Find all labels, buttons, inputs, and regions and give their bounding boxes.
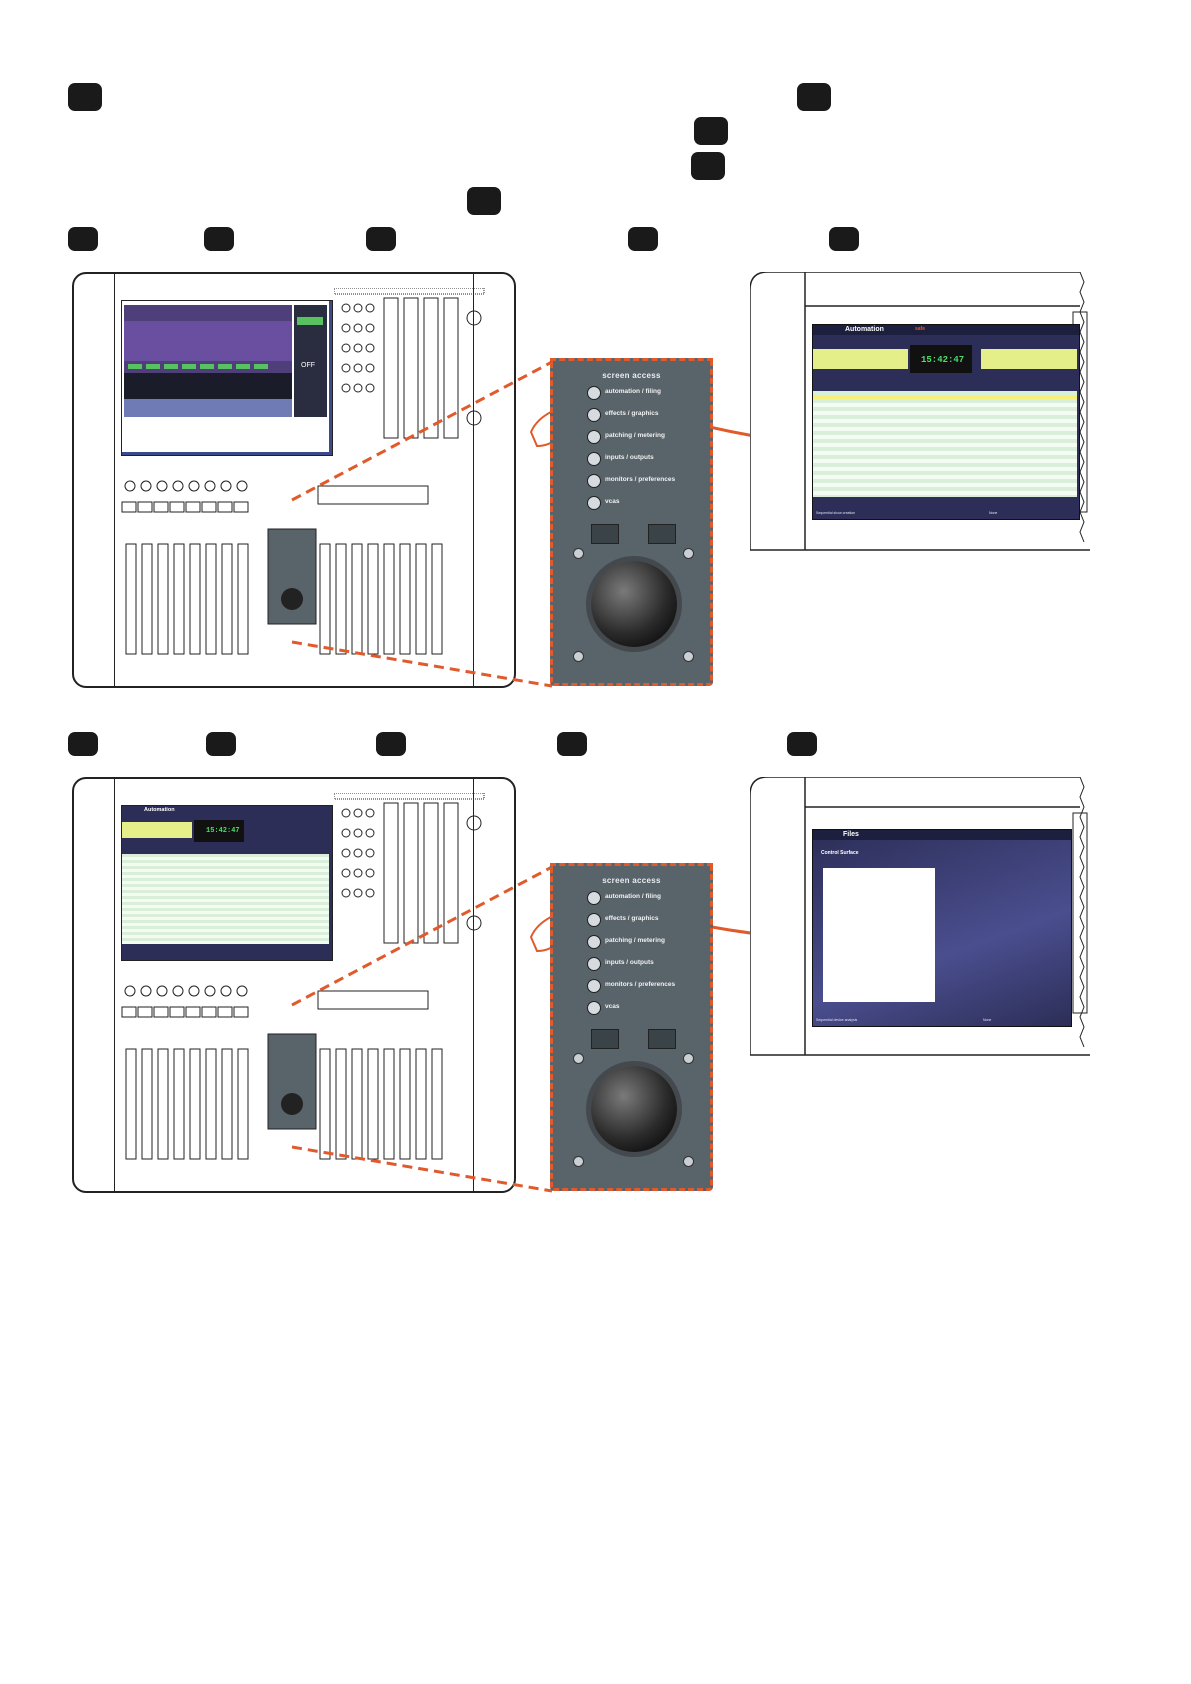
console-automation-title: Automation — [144, 807, 175, 813]
step-badge — [829, 227, 859, 251]
step-badge — [467, 187, 501, 215]
console-screen: OFF — [121, 300, 333, 456]
automation-status-right: None — [989, 511, 998, 515]
safe-status: safe — [915, 326, 926, 332]
console-edge — [114, 779, 115, 1191]
patching-metering-button[interactable] — [587, 430, 601, 444]
effects-graphics-label: effects / graphics — [605, 410, 659, 417]
fader-bank — [121, 480, 443, 655]
screw-icon — [573, 1053, 584, 1064]
vcas-button[interactable] — [587, 496, 601, 510]
screw-icon — [683, 651, 694, 662]
effects-graphics-button[interactable] — [587, 913, 601, 927]
screw-icon — [573, 651, 584, 662]
panel-title: screen access — [602, 876, 661, 885]
patching-metering-label: patching / metering — [605, 937, 665, 944]
right-soft-key[interactable] — [648, 1029, 676, 1049]
console-edge — [114, 274, 115, 686]
mixing-console: Automation 15:42:47 — [72, 777, 516, 1193]
step-badge — [68, 732, 98, 756]
vcas-label: vcas — [605, 498, 620, 505]
inputs-outputs-label: inputs / outputs — [605, 959, 654, 966]
screw-icon — [683, 548, 694, 559]
step-badge — [204, 227, 234, 251]
automation-title: Automation — [845, 326, 884, 333]
fader-bank — [121, 985, 443, 1160]
files-title: Files — [843, 831, 859, 838]
cue-list-table[interactable] — [813, 391, 1077, 497]
screw-icon — [683, 1156, 694, 1167]
effects-graphics-button[interactable] — [587, 408, 601, 422]
monitors-preferences-label: monitors / preferences — [605, 981, 676, 988]
panel-title: screen access — [602, 371, 661, 380]
console-screen: Automation 15:42:47 — [121, 805, 333, 961]
mixer-screen-graphic: OFF — [122, 301, 329, 452]
patching-metering-label: patching / metering — [605, 432, 665, 439]
notes-panel — [981, 349, 1077, 369]
monitors-preferences-button[interactable] — [587, 474, 601, 488]
left-soft-key[interactable] — [591, 1029, 619, 1049]
left-soft-key[interactable] — [591, 524, 619, 544]
step-badge — [557, 732, 587, 756]
step-badge — [628, 227, 658, 251]
step-badge — [366, 227, 396, 251]
screen-access-panel: screen access automation / filing effect… — [550, 358, 713, 686]
step-badge — [68, 83, 102, 111]
step-badge — [691, 152, 725, 180]
event-notes-panel — [813, 349, 908, 369]
automation-filing-button[interactable] — [587, 891, 601, 905]
console-edge — [473, 779, 474, 1191]
step-badge — [68, 227, 98, 251]
screw-icon — [573, 548, 584, 559]
cue-list-table — [122, 854, 329, 944]
monitors-preferences-label: monitors / preferences — [605, 476, 676, 483]
screw-icon — [573, 1156, 584, 1167]
control-surface-heading: Control Surface — [821, 850, 859, 856]
notes-panel — [122, 822, 192, 838]
console-clock: 15:42:47 — [206, 827, 240, 835]
automation-filing-label: automation / filing — [605, 388, 661, 395]
files-status-left: Sequential device analysis — [816, 1018, 858, 1022]
screw-icon — [683, 1053, 694, 1064]
right-soft-key[interactable] — [648, 524, 676, 544]
automation-clock: 15:42:47 — [921, 355, 965, 365]
trackball[interactable] — [591, 561, 677, 647]
patching-metering-button[interactable] — [587, 935, 601, 949]
clock-panel — [910, 345, 972, 373]
step-badge — [797, 83, 831, 111]
step-badge — [787, 732, 817, 756]
vcas-label: vcas — [605, 1003, 620, 1010]
off-label: OFF — [301, 362, 315, 369]
mixing-console: OFF — [72, 272, 516, 688]
app-title-bar — [813, 325, 1079, 335]
files-table[interactable] — [823, 868, 935, 1002]
step-badge — [206, 732, 236, 756]
app-title-bar — [813, 830, 1071, 840]
console-edge — [473, 274, 474, 686]
current-cue-row[interactable] — [813, 395, 1077, 399]
inputs-outputs-button[interactable] — [587, 452, 601, 466]
monitors-preferences-button[interactable] — [587, 979, 601, 993]
step-badge — [694, 117, 728, 145]
vcas-button[interactable] — [587, 1001, 601, 1015]
inputs-outputs-button[interactable] — [587, 957, 601, 971]
screen-access-panel: screen access automation / filing effect… — [550, 863, 713, 1191]
torn-frame — [750, 777, 1090, 1056]
automation-screen: Automation safe 15:42:47 Sequential show… — [812, 324, 1080, 520]
clock-panel — [194, 820, 244, 842]
effects-graphics-label: effects / graphics — [605, 915, 659, 922]
automation-status-left: Sequential show creation — [816, 511, 856, 515]
automation-filing-label: automation / filing — [605, 893, 661, 900]
files-screen: Files Control Surface Sequential device … — [812, 829, 1072, 1027]
files-status-right: None — [983, 1018, 992, 1022]
inputs-outputs-label: inputs / outputs — [605, 454, 654, 461]
step-badge — [376, 732, 406, 756]
automation-filing-button[interactable] — [587, 386, 601, 400]
trackball[interactable] — [591, 1066, 677, 1152]
